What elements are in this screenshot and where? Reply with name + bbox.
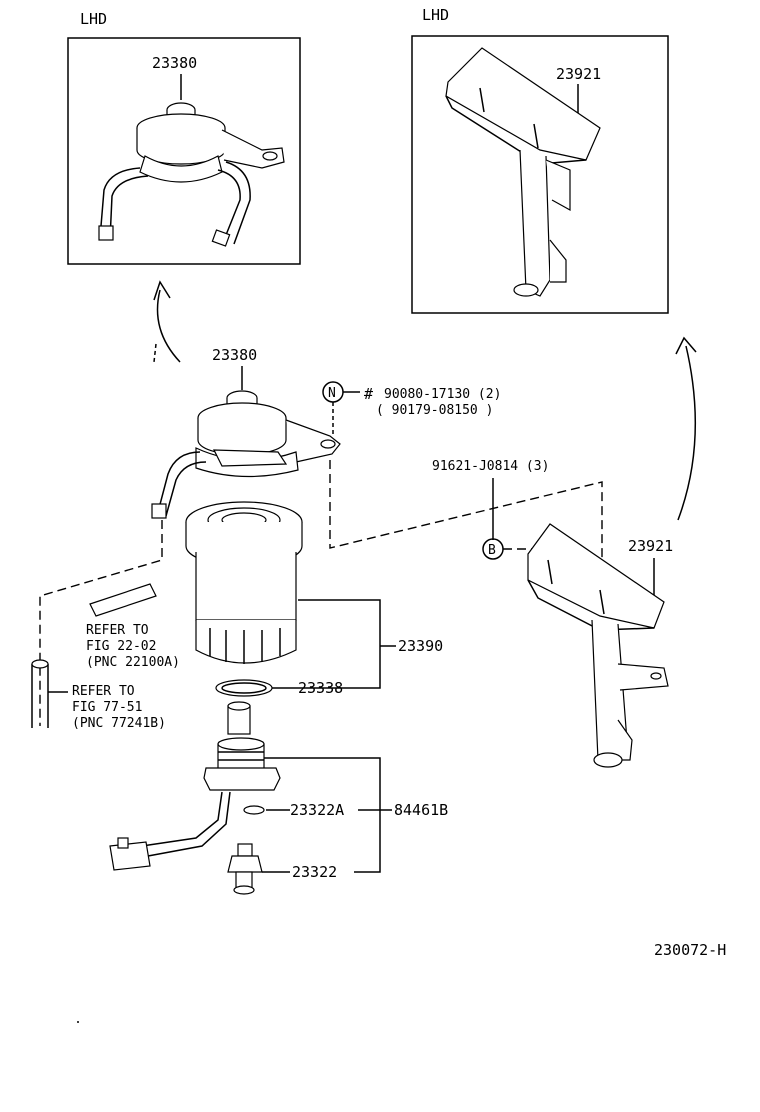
- bracket-part-number: 23921: [628, 537, 673, 555]
- hose-piece: [89, 583, 157, 617]
- bolt-b-number: 91621-J0814 (3): [432, 459, 549, 474]
- inset-left-part-number: 23380: [152, 54, 197, 72]
- ref1-line1: REFER TO: [86, 623, 149, 638]
- arrow-to-right-inset: [677, 345, 697, 521]
- hash-mark: #: [364, 385, 373, 403]
- callout-b-letter: B: [488, 543, 496, 558]
- inset-right-part-number: 23921: [556, 65, 601, 83]
- figure-code: 230072-H: [654, 941, 726, 959]
- inset-box-right: [411, 35, 669, 314]
- sensor-switch-drawing: [227, 843, 263, 895]
- small-o-ring: [243, 805, 265, 815]
- ref1-line3: (PNC 22100A): [86, 655, 180, 670]
- main-pump-part-number: 23380: [212, 346, 257, 364]
- vertical-hose: [31, 664, 49, 728]
- callout-n-letter: N: [328, 386, 336, 401]
- ref2-line1: REFER TO: [72, 684, 135, 699]
- ref2-line3: (PNC 77241B): [72, 716, 166, 731]
- lhd-label-left: LHD: [80, 10, 107, 28]
- arrow-to-left-inset: [156, 289, 181, 363]
- fuel-filter-drawing: [185, 501, 303, 664]
- assembly-part-number: 84461B: [394, 801, 448, 819]
- ref1-line2: FIG 22-02: [86, 639, 156, 654]
- priming-pump-inset-drawing: [98, 102, 285, 247]
- small-oring-part-number: 23322A: [290, 801, 344, 819]
- priming-pump-drawing: [151, 390, 341, 519]
- dashed-bolt-path: [329, 460, 603, 610]
- bracket-drawing: [527, 523, 669, 768]
- sensor-part-number: 23322: [292, 863, 337, 881]
- water-sensor-drawing: [109, 701, 281, 871]
- ref2-line2: FIG 77-51: [72, 700, 142, 715]
- lhd-label-right: LHD: [422, 6, 449, 24]
- bracket-inset-drawing: [445, 47, 601, 297]
- oring-part-number: 23338: [298, 679, 343, 697]
- inset-box-left: [67, 37, 301, 265]
- bolt-primary: 90080-17130 (2): [384, 387, 501, 402]
- filter-part-number: 23390: [398, 637, 443, 655]
- bolt-secondary: ( 90179-08150 ): [376, 403, 493, 418]
